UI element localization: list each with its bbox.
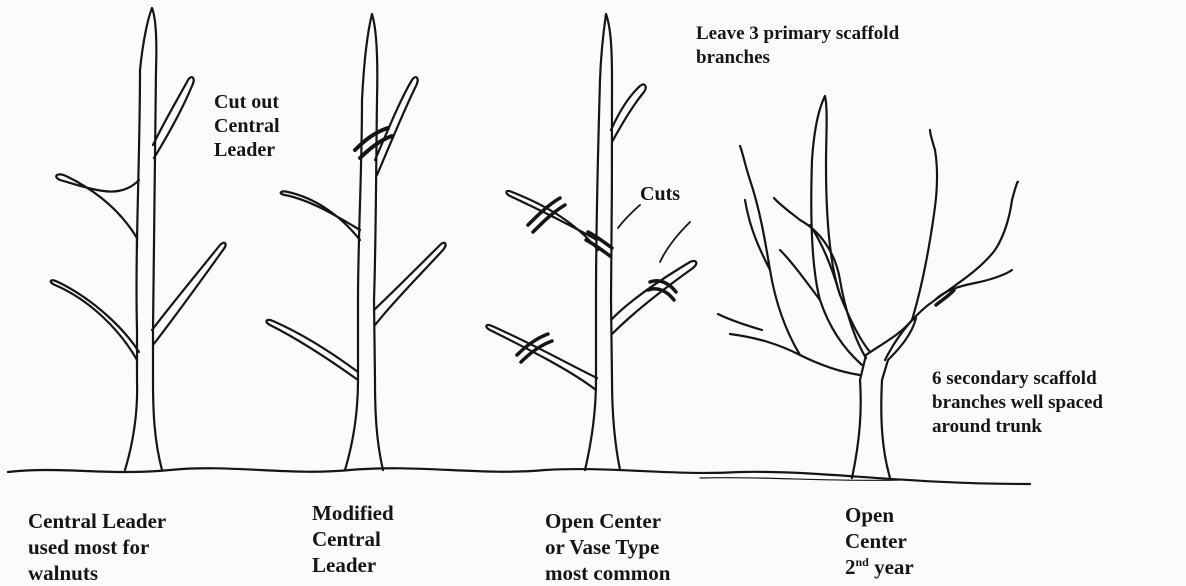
caption-line-word: year [874, 555, 914, 579]
caption-line: Open Center [545, 509, 661, 533]
caption-line: most common [545, 561, 670, 585]
cuts-pointer-2 [660, 222, 690, 262]
annotation-line: Cuts [640, 183, 680, 205]
caption-open-center-vase: Open Center or Vase Type most common [545, 508, 670, 586]
cuts-pointer-1 [618, 205, 640, 228]
annotation-line: 6 secondary scaffold [932, 368, 1097, 389]
annotation-cut-central-leader: Cut out Central Leader [214, 90, 280, 162]
annotation-primary-scaffold: Leave 3 primary scaffold branches [696, 22, 899, 70]
annotation-line: Leave 3 primary scaffold [696, 23, 899, 44]
caption-open-center-2nd-year: Open Center 2nd year [845, 502, 914, 580]
caption-modified-central-leader: Modified Central Leader [312, 500, 394, 578]
caption-line: Center [845, 529, 907, 553]
annotation-line: Leader [214, 139, 275, 161]
caption-line: Central Leader [28, 509, 166, 533]
annotation-line: branches [696, 47, 770, 68]
caption-line: Central [312, 527, 381, 551]
annotation-line: around trunk [932, 416, 1042, 437]
caption-central-leader: Central Leader used most for walnuts [28, 508, 166, 586]
caption-line: or Vase Type [545, 535, 659, 559]
tree-modified-central-leader [266, 14, 445, 470]
caption-line-sup: nd [856, 555, 869, 569]
tree-open-center-vase [486, 14, 696, 470]
caption-line: Open [845, 503, 894, 527]
annotation-line: branches well spaced [932, 392, 1103, 413]
annotation-line: Central [214, 115, 280, 137]
tree-central-leader [51, 8, 226, 470]
annotation-line: Cut out [214, 91, 279, 113]
caption-line: used most for [28, 535, 149, 559]
caption-line: Modified [312, 501, 394, 525]
annotation-secondary-scaffold: 6 secondary scaffold branches well space… [932, 367, 1103, 439]
caption-line: walnuts [28, 561, 98, 585]
caption-line: Leader [312, 553, 376, 577]
cut-mark-4 [517, 334, 552, 362]
annotation-cuts: Cuts [640, 182, 680, 206]
caption-line-num: 2 [845, 555, 856, 579]
